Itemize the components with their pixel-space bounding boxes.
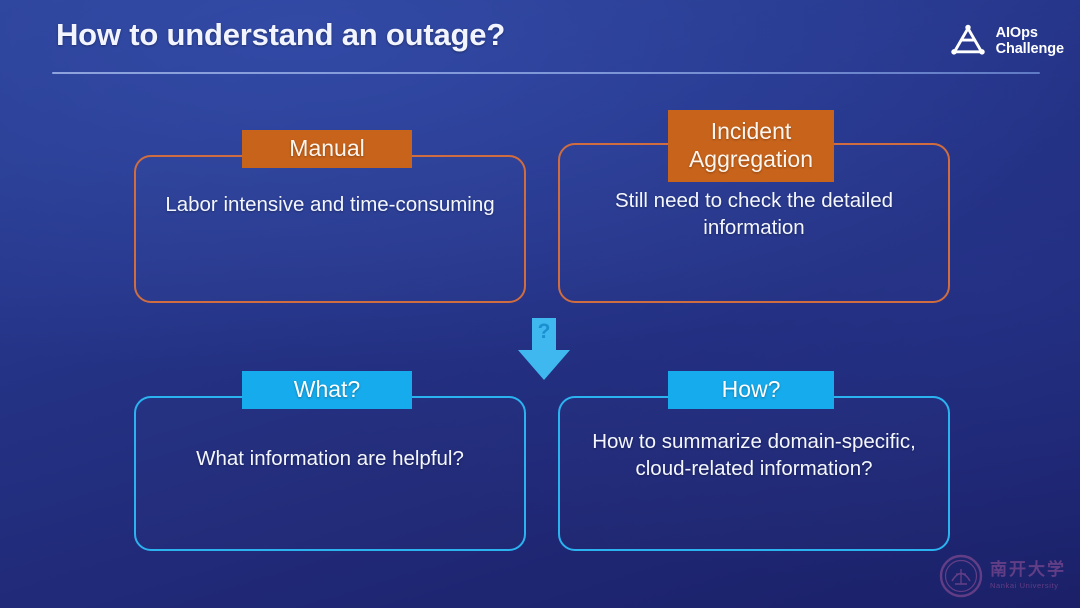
logo-line-2: Challenge <box>995 41 1065 57</box>
aiops-challenge-logo: AIOps Challenge <box>948 22 1064 60</box>
card-manual: Labor intensive and time-consuming <box>134 155 526 303</box>
down-arrow-icon <box>518 318 570 380</box>
card-how: How to summarize domain-specific, cloud-… <box>558 396 950 551</box>
arrow-question-label: ? <box>537 320 551 343</box>
card-manual-tab: Manual <box>242 130 412 168</box>
card-how-body: How to summarize domain-specific, cloud-… <box>592 430 916 481</box>
nankai-name-en: Nankai University <box>990 580 1059 590</box>
nankai-seal-icon <box>939 554 983 598</box>
nankai-university-logo: 南开大学 Nankai University <box>939 554 1066 598</box>
aiops-logo-text: AIOps Challenge <box>995 24 1065 57</box>
card-incident-aggregation-body: Still need to check the detailed informa… <box>614 189 894 240</box>
title-divider <box>52 72 1040 74</box>
card-what: What information are helpful? <box>134 396 526 551</box>
nankai-text: 南开大学 Nankai University <box>990 560 1066 590</box>
card-manual-body: Labor intensive and time-consuming <box>165 193 495 216</box>
card-incident-aggregation-tab: Incident Aggregation <box>668 110 834 182</box>
logo-line-1: AIOps <box>995 24 1038 41</box>
card-what-tab: What? <box>242 371 412 409</box>
card-what-body: What information are helpful? <box>196 447 464 470</box>
card-how-tab: How? <box>668 371 834 409</box>
nankai-name-cn: 南开大学 <box>990 560 1066 581</box>
aiops-triangle-node-icon <box>948 22 988 60</box>
page-title: How to understand an outage? <box>56 17 506 52</box>
down-arrow-connector: ? <box>518 318 570 380</box>
